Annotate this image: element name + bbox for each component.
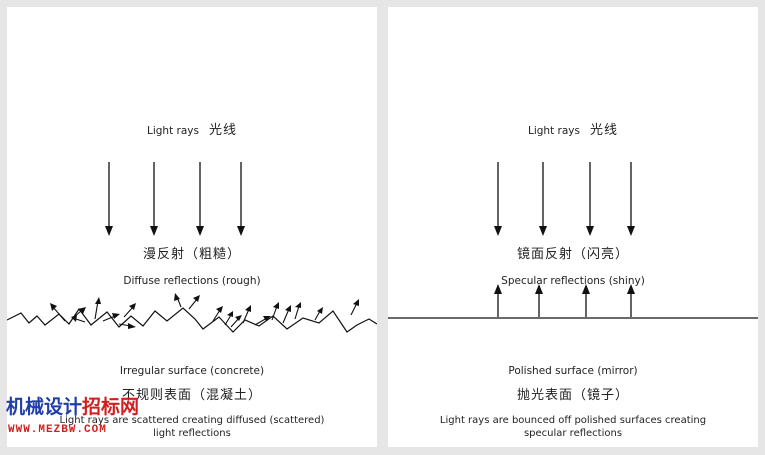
scattered-arrow bbox=[118, 323, 136, 329]
incoming-ray bbox=[586, 162, 594, 236]
light-rays-label-en: Light rays bbox=[527, 125, 580, 137]
scattered-arrow bbox=[71, 315, 86, 323]
scattered-arrow bbox=[102, 313, 120, 322]
specular-reflection-cn-label: 镜面反射（闪亮） bbox=[516, 247, 629, 262]
scattered-arrow bbox=[282, 305, 291, 324]
scattered-reflection-arrows bbox=[50, 293, 359, 329]
diffuse-caption-line-1: Light rays are scattered creating diffus… bbox=[59, 415, 325, 426]
watermark-text-red: 招标网 bbox=[82, 396, 140, 418]
incoming-ray bbox=[237, 162, 245, 236]
watermark-logo: 机械设计招标网 bbox=[6, 398, 139, 417]
diffuse-diagram bbox=[7, 162, 377, 333]
reflected-ray bbox=[582, 284, 590, 317]
incoming-ray bbox=[196, 162, 204, 236]
specular-diagram bbox=[388, 162, 758, 319]
specular-reflection-panel: Light rays 光线 镜面反射（闪亮） Specular reflecti… bbox=[388, 7, 758, 447]
reflected-ray bbox=[627, 284, 635, 317]
diffuse-caption-line-2: light reflections bbox=[153, 428, 231, 439]
scattered-arrow bbox=[123, 303, 136, 318]
polished-surface-label: Polished surface (mirror) bbox=[508, 365, 638, 377]
incoming-ray bbox=[494, 162, 502, 236]
specular-caption-line-2: specular reflections bbox=[523, 428, 623, 439]
diffuse-reflection-panel: Light rays 光线 bbox=[7, 7, 377, 447]
scattered-arrow bbox=[230, 315, 242, 328]
scattered-arrow bbox=[271, 302, 279, 321]
diffuse-reflection-label: Diffuse reflections (rough) bbox=[123, 275, 261, 287]
light-rays-label-cn: 光线 bbox=[208, 123, 237, 138]
specular-caption-line-1: Light rays are bounced off polished surf… bbox=[439, 415, 707, 426]
watermark-url: WWW.MEZBW.COM bbox=[8, 424, 107, 436]
light-rays-label: Light rays 光线 bbox=[7, 124, 377, 138]
incoming-ray bbox=[627, 162, 635, 236]
reflected-ray bbox=[535, 284, 543, 317]
irregular-surface-cn-label: 不规则表面（混凝土） bbox=[121, 388, 262, 403]
light-rays-label-cn: 光线 bbox=[589, 123, 618, 138]
scattered-arrow bbox=[314, 307, 323, 321]
specular-reflection-arrows bbox=[494, 284, 635, 317]
scattered-arrow bbox=[174, 293, 182, 308]
incoming-ray bbox=[150, 162, 158, 236]
scattered-arrow bbox=[94, 297, 101, 320]
scattered-arrow bbox=[294, 302, 301, 320]
scattered-arrow bbox=[242, 305, 251, 324]
incoming-ray bbox=[105, 162, 113, 236]
polished-surface-cn-label: 抛光表面（镜子） bbox=[516, 388, 629, 403]
incoming-ray bbox=[539, 162, 547, 236]
scattered-arrow bbox=[254, 316, 271, 326]
diffuse-reflection-cn-label: 漫反射（粗糙） bbox=[142, 247, 241, 262]
specular-reflection-label: Specular reflections (shiny) bbox=[501, 275, 645, 287]
incoming-light-rays bbox=[105, 162, 245, 236]
scattered-arrow bbox=[224, 311, 233, 326]
scattered-arrow bbox=[350, 299, 359, 316]
scattered-arrow bbox=[188, 295, 200, 310]
watermark-text-blue: 机械设计 bbox=[6, 396, 83, 418]
incoming-light-rays bbox=[494, 162, 635, 236]
light-rays-label: Light rays 光线 bbox=[388, 124, 758, 138]
scattered-arrow bbox=[212, 306, 223, 322]
light-rays-label-en: Light rays bbox=[146, 125, 199, 137]
irregular-surface-label: Irregular surface (concrete) bbox=[119, 365, 265, 377]
scattered-arrow bbox=[50, 303, 66, 322]
reflected-ray bbox=[494, 284, 502, 317]
